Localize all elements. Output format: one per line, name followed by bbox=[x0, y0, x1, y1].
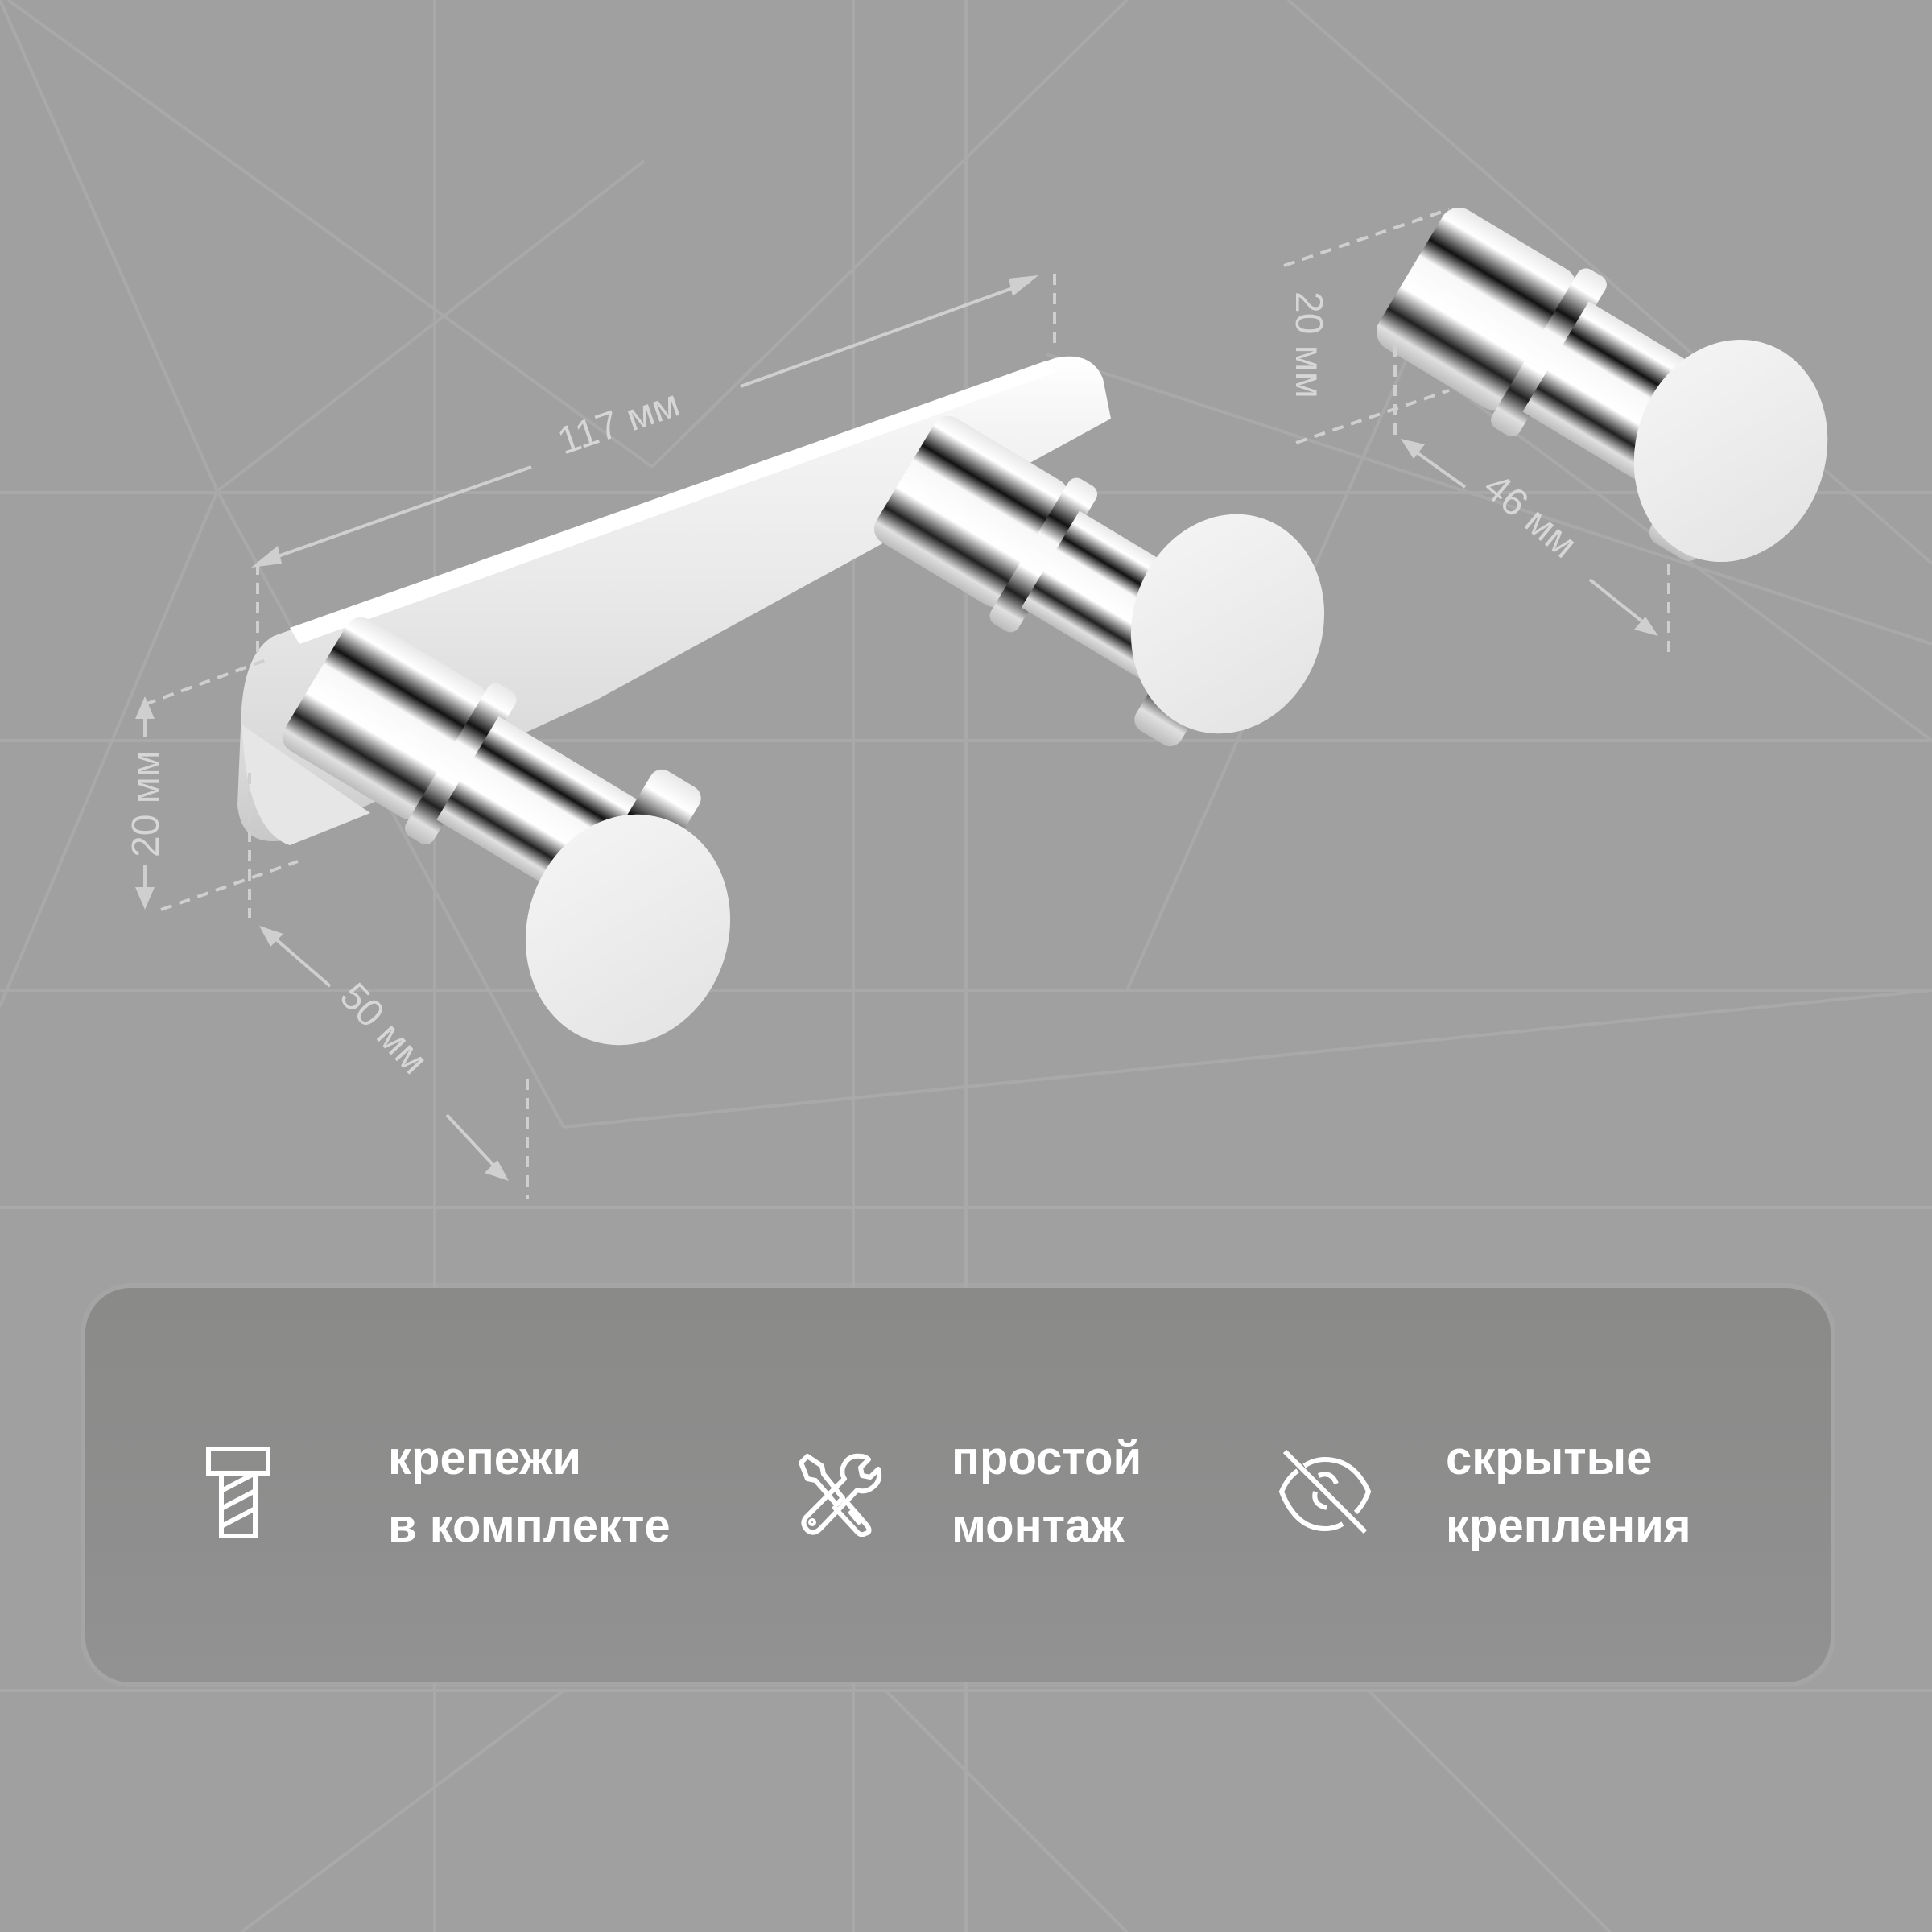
feature-easy-install-line2: монтаж bbox=[952, 1500, 1125, 1552]
eye-off-icon bbox=[1277, 1444, 1373, 1541]
dim-117-label: 117 мм bbox=[552, 382, 685, 464]
screw-icon bbox=[190, 1444, 287, 1541]
dimension-lines bbox=[143, 208, 1670, 1199]
feature-fasteners-line1: крепежи bbox=[388, 1432, 582, 1484]
feature-easy-install-line1: простой bbox=[952, 1432, 1142, 1484]
features-panel: крепежи в комплекте простой монтаж bbox=[85, 1288, 1831, 1682]
feature-hidden-mount-line1: скрытые bbox=[1446, 1432, 1653, 1484]
feature-easy-install: простой монтаж bbox=[794, 1425, 1141, 1560]
dim-46-label: 46 мм bbox=[1476, 465, 1585, 567]
feature-fasteners: крепежи в комплекте bbox=[190, 1425, 671, 1560]
feature-hidden-mount-line2: крепления bbox=[1446, 1500, 1691, 1552]
single-hook-image bbox=[1376, 207, 1828, 563]
dimension-arrows bbox=[135, 275, 1658, 1181]
dim-20-right-label: 20 мм bbox=[1287, 291, 1330, 398]
dim-20-left-label: 20 мм bbox=[125, 750, 167, 857]
tools-icon bbox=[794, 1444, 890, 1541]
double-hook-image bbox=[237, 356, 1325, 1046]
feature-fasteners-line2: в комплекте bbox=[388, 1500, 671, 1552]
feature-hidden-mount: скрытые крепления bbox=[1277, 1425, 1691, 1560]
